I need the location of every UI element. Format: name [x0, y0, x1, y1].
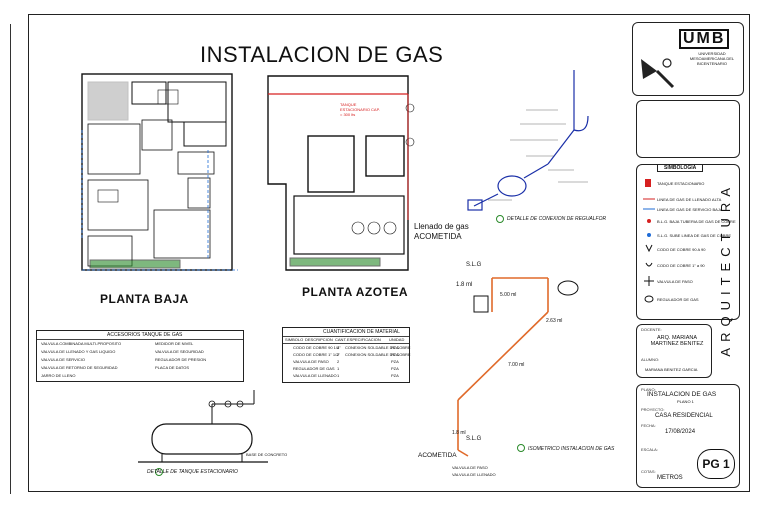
iso-d5: 1.8 ml	[452, 430, 466, 436]
simbologia-item: CODO DE COBRE 90 A 90	[657, 247, 706, 252]
iso-slg-bottom: S.L.G	[466, 436, 482, 442]
people-box: DOCENTE: ARQ. MARIANA MARTINEZ BENITEZ A…	[636, 324, 712, 378]
docente-name: ARQ. MARIANA MARTINEZ BENITEZ	[650, 335, 704, 347]
iso-valvula-llenado: VALVULA DE LLENADO	[452, 472, 496, 477]
simbologia-item: S.L.G. SUBE LINEA DE GAS DE COBRE	[657, 233, 732, 238]
plan-info-box: PLANO: INSTALACION DE GAS PLANO 1 PROYEC…	[636, 384, 740, 488]
materials-header-cant: CANT.	[335, 337, 347, 342]
accessory-item: MEDIDOR DE NIVEL	[155, 341, 194, 346]
proyecto-value: CASA RESIDENCIAL	[655, 413, 713, 419]
simbologia-item: VALVULA DE PASO	[657, 279, 693, 284]
umb-emblem-icon	[641, 58, 675, 89]
cotas-value: METROS	[657, 475, 683, 481]
alumno-label: ALUMNO:	[641, 357, 660, 362]
plano-label: PLANO:	[641, 387, 656, 392]
simbologia-item: LINEA DE GAS DE LLENADO ALTA	[657, 197, 722, 202]
material-desc: CODO DE COBRE 1" 1/2"	[293, 352, 340, 357]
simbologia-item: LINEA DE GAS DE SERVICIO BAJA	[657, 207, 723, 212]
left-margin-line	[10, 24, 11, 494]
materials-header-unidad: UNIDAD	[389, 337, 405, 342]
material-qty: 2	[337, 352, 340, 357]
material-qty: 1	[337, 373, 340, 378]
accessory-item: VALVULA DE SERVICIO	[41, 357, 86, 362]
cotas-label: COTAS:	[641, 469, 656, 474]
iso-d3: 2.63 ml	[546, 318, 563, 324]
blank-box	[636, 100, 740, 158]
material-spec: CONEXION SOLDABLE DE COBRE	[345, 345, 411, 350]
arquitectura-vertical-label: ARQUITECTURA	[718, 182, 733, 357]
iso-d1: 1.8 ml	[456, 282, 473, 288]
planta-baja-caption: PLANTA BAJA	[100, 292, 189, 306]
regulador-detail-drawing	[467, 70, 589, 211]
regulador-caption: DETALLE DE CONEXION DE REGUALFOR	[507, 216, 607, 222]
title-block: UMB UNIVERSIDAD MESOAMERICANA DEL BICENT…	[632, 22, 744, 490]
materials-header-simbolo: SIMBOLO	[285, 337, 304, 342]
material-unit: PZA	[391, 352, 399, 357]
plano-value: INSTALACION DE GAS	[647, 391, 717, 398]
drawings-canvas	[81, 70, 589, 476]
material-unit: PZA	[391, 359, 399, 364]
planta-azotea-caption: PLANTA AZOTEA	[302, 285, 409, 299]
accessory-item: VALVULA DE SEGURIDAD	[155, 349, 204, 354]
accessory-item: VALVULA DE RETORNO DE SEGURIDAD	[41, 365, 118, 370]
accessory-item: VALVULA COMBINADA MULTI-PROPOSITO	[41, 341, 122, 346]
proyecto-label: PROYECTO:	[641, 407, 665, 412]
iso-valvula-paso: VALVULA DE PASO	[452, 465, 488, 470]
material-qty: 4	[337, 345, 340, 350]
material-spec: CONEXION SOLDABLE DE COBRE	[345, 352, 411, 357]
simbologia-item: TANQUE ESTACIONARIO	[657, 181, 705, 186]
simbologia-item: REGULADOR DE GAS	[657, 297, 699, 302]
materials-title: CUANTIFICACION DE MATERIAL	[323, 329, 400, 335]
material-desc: CODO DE COBRE 90 1/2"	[293, 345, 341, 350]
alumno-name: MARIANA BENITEZ GARCIA	[645, 367, 698, 372]
materials-table: CUANTIFICACION DE MATERIAL SIMBOLO DESCR…	[282, 327, 411, 383]
isometrico-caption: ISOMETRICO INSTALACION DE GAS	[528, 446, 615, 452]
simbologia-box: SIMBOLOGIA TANQUE ESTACIONARIO LINEA DE …	[636, 164, 740, 320]
simbologia-item: B.L.G. BAJA TUBERIA DE GAS DE COBRE	[657, 219, 736, 224]
escala-label: ESCALA:	[641, 447, 658, 452]
sheet-title: INSTALACION DE GAS	[200, 42, 444, 67]
materials-header-especificacion: ESPECIFICACION	[347, 337, 381, 342]
tanque-note: TANQUE ESTACIONARIO CAP. = 300 lts	[340, 102, 380, 117]
planta-azotea-drawing	[267, 75, 415, 271]
isometrico-drawing	[457, 277, 579, 457]
base-concreto-label: BASE DE CONCRETO	[246, 452, 288, 457]
simbologia-symbols	[643, 179, 655, 303]
simbologia-title: SIMBOLOGIA	[657, 164, 704, 172]
iso-d2: 5.00 ml	[500, 292, 517, 298]
accessory-item: PLACA DE DATOS	[155, 365, 190, 370]
accessory-item: JARRO DE LLENO	[41, 373, 76, 378]
fecha-value: 17/08/2024	[665, 429, 696, 435]
page-number: PG 1	[697, 449, 735, 479]
accessory-item: VALVULA DE LLENADO Y GAS LIQUIDO	[41, 349, 116, 354]
llenado-label: Llenado de gas	[414, 222, 469, 231]
material-unit: PZA	[391, 373, 399, 378]
fecha-label: FECHA:	[641, 423, 656, 428]
iso-slg-top: S.L.G	[466, 262, 482, 268]
accessories-title: ACCESORIOS TANQUE DE GAS	[107, 332, 183, 338]
university-name: UNIVERSIDAD MESOAMERICANA DEL BICENTENAR…	[689, 51, 735, 66]
iso-acometida: ACOMETIDA	[418, 452, 457, 459]
accessory-item: REGULADOR DE PRESION	[155, 357, 207, 362]
material-qty: 2	[337, 359, 340, 364]
material-unit: PZA	[391, 366, 399, 371]
simbologia-item: CODO DE COBRE 1" a 90	[657, 263, 705, 268]
tanque-detail-drawing	[138, 390, 268, 463]
tanque-caption: DETALLE DE TANQUE ESTACIONARIO	[147, 469, 238, 475]
material-unit: PZA	[391, 345, 399, 350]
docente-label: DOCENTE:	[641, 327, 662, 332]
plano-sub: PLANO 1	[677, 399, 694, 404]
material-desc: VALVULA DE PASO	[293, 359, 329, 364]
iso-d4: 7.00 ml	[508, 362, 525, 368]
university-logo-box: UMB UNIVERSIDAD MESOAMERICANA DEL BICENT…	[632, 22, 744, 96]
material-desc: VALVULA DE LLENADO	[293, 373, 337, 378]
materials-header-descripcion: DESCRIPCION	[305, 337, 333, 342]
drawing-sheet-border	[28, 14, 750, 492]
material-qty: 1	[337, 366, 340, 371]
umb-logo: UMB	[679, 29, 730, 49]
planta-baja-drawing	[81, 73, 238, 271]
accessories-table: ACCESORIOS TANQUE DE GAS VALVULA COMBINA…	[36, 330, 244, 382]
acometida-label: ACOMETIDA	[414, 232, 462, 241]
material-desc: REGULADOR DE GAS	[293, 366, 335, 371]
